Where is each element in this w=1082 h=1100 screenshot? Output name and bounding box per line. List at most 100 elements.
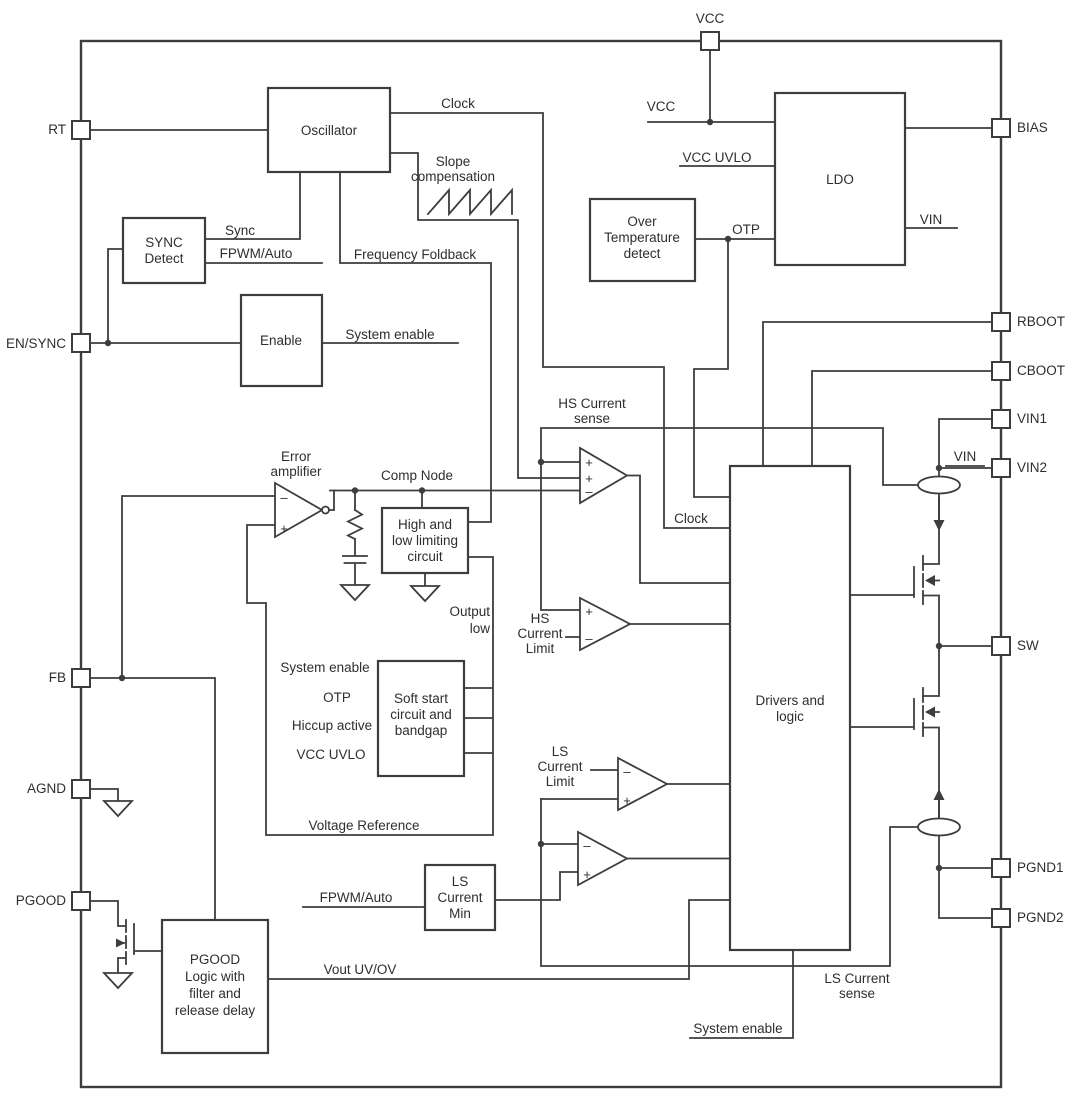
- block-enable-label: Enable: [260, 333, 302, 348]
- label-slope-compensation: compensation: [411, 169, 495, 184]
- label-hs-current-limit: Current: [517, 626, 562, 641]
- label-voltage-reference: Voltage Reference: [308, 818, 419, 833]
- label-clock-top: Clock: [441, 96, 475, 111]
- block-high-low-label: circuit: [407, 549, 443, 564]
- pin-vcc: [700, 31, 720, 51]
- pin-pgnd1-label: PGND1: [1017, 860, 1064, 875]
- block-drivers-logic: [728, 464, 852, 952]
- pin-rt-label: RT: [48, 122, 66, 137]
- block-enable: [239, 293, 324, 388]
- block-pgood-label: filter and: [189, 986, 241, 1001]
- block-otd-label: detect: [624, 246, 661, 261]
- wire-slope-compensation: [389, 152, 581, 479]
- wire-frequency-foldback: [339, 171, 492, 523]
- label-ls-current-limit: Limit: [546, 774, 575, 789]
- pin-vcc-label: VCC: [696, 11, 725, 26]
- wire-system-enable-bottom: [689, 949, 794, 1039]
- svg-text:–: –: [585, 631, 593, 646]
- zero-cross-comparator-icon: – +: [577, 830, 629, 887]
- block-pgood-label: release delay: [175, 1003, 256, 1018]
- block-ldo-label: LDO: [826, 172, 854, 187]
- wire-agnd: [89, 788, 119, 802]
- label-ls-current-sense: LS Current: [824, 971, 890, 986]
- pin-cboot: [991, 361, 1011, 381]
- wire-voltage-reference: [246, 524, 494, 836]
- pin-pgood-label: PGOOD: [16, 893, 67, 908]
- svg-text:–: –: [585, 484, 593, 499]
- label-vin-node: VIN: [954, 449, 977, 464]
- wires: [89, 49, 993, 1039]
- label-clock-mid: Clock: [674, 511, 708, 526]
- block-drivers-label: logic: [776, 709, 804, 724]
- wire-otp: [693, 238, 776, 498]
- pin-labels: VCC RT EN/SYNC FB AGND PGOOD BIAS RBOOT …: [6, 11, 1065, 925]
- error-amp-plus: +: [280, 521, 288, 536]
- junction-dots: [104, 118, 943, 872]
- sawtooth-icon: [426, 187, 513, 217]
- pin-vin2: [991, 458, 1011, 478]
- pin-rt: [71, 120, 91, 140]
- pin-sw: [991, 636, 1011, 656]
- pin-fb-label: FB: [49, 670, 66, 685]
- block-oscillator-label: Oscillator: [301, 123, 358, 138]
- block-soft-start-label: circuit and: [390, 707, 452, 722]
- label-output-low: low: [470, 621, 491, 636]
- block-ldo: [773, 91, 907, 267]
- label-fpwm-auto-bottom: FPWM/Auto: [320, 890, 393, 905]
- label-ls-current-limit: Current: [537, 759, 582, 774]
- wire-pwm-comp-out: [626, 474, 731, 584]
- label-hs-current-sense: sense: [574, 411, 610, 426]
- pin-vin1: [991, 409, 1011, 429]
- wire-pgnd-node: [938, 834, 993, 919]
- label-otp-ldo: OTP: [732, 222, 760, 237]
- block-otd-label: Temperature: [604, 230, 680, 245]
- pwm-comparator-icon: + + –: [579, 446, 629, 505]
- pin-vin1-label: VIN1: [1017, 411, 1047, 426]
- hs-current-sensor-icon: [917, 475, 961, 531]
- svg-text:+: +: [585, 471, 593, 486]
- agnd-ground-icon: [101, 800, 135, 818]
- label-comp-node: Comp Node: [381, 468, 453, 483]
- label-system-enable-soft-start: System enable: [280, 660, 369, 675]
- block-ls-min-label: Current: [437, 890, 482, 905]
- pin-en-sync: [71, 333, 91, 353]
- label-ls-current-limit: LS: [552, 744, 569, 759]
- pin-pgnd2-label: PGND2: [1017, 910, 1064, 925]
- block-soft-start-label: Soft start: [394, 691, 448, 706]
- block-oscillator: [266, 86, 392, 174]
- ls-current-sensor-icon: [917, 789, 961, 837]
- label-ls-current-sense: sense: [839, 986, 875, 1001]
- wire-en-sync: [89, 248, 242, 344]
- error-amplifier-icon: – +: [274, 481, 335, 539]
- label-vcc-uvlo-ldo: VCC UVLO: [682, 150, 751, 165]
- ls-current-limit-comparator-icon: – +: [617, 756, 669, 812]
- pin-fb: [71, 668, 91, 688]
- high-low-ground-icon: [408, 585, 442, 603]
- block-sync-detect-label: SYNC: [145, 235, 183, 250]
- svg-text:–: –: [583, 838, 591, 853]
- error-amp-minus: –: [280, 490, 288, 505]
- label-hs-current-limit: HS: [531, 611, 550, 626]
- pin-pgood: [71, 891, 91, 911]
- wire-hs-current-limit: [565, 623, 731, 638]
- svg-text:+: +: [623, 793, 631, 808]
- pin-sw-label: SW: [1017, 638, 1039, 653]
- wire-rboot: [762, 321, 993, 467]
- block-ls-min-label: LS: [452, 874, 469, 889]
- wire-ls-current-limit: [540, 769, 731, 800]
- pins: [71, 31, 1011, 928]
- wire-cboot: [811, 370, 993, 467]
- label-slope-compensation: Slope: [436, 154, 471, 169]
- wire-vout-uv-ov: [267, 899, 731, 980]
- blocks: Oscillator SYNC Detect Enable LDO Over T…: [121, 86, 907, 1055]
- block-high-low-label: low limiting: [392, 533, 458, 548]
- chip-boundary: [79, 39, 1003, 1089]
- block-soft-start: [376, 659, 466, 778]
- block-ls-min-label: Min: [449, 906, 471, 921]
- label-vout-uv-ov: Vout UV/OV: [324, 962, 397, 977]
- svg-text:–: –: [623, 764, 631, 779]
- label-error-amplifier: amplifier: [270, 464, 322, 479]
- pin-pgnd2: [991, 908, 1011, 928]
- svg-text:+: +: [583, 867, 591, 882]
